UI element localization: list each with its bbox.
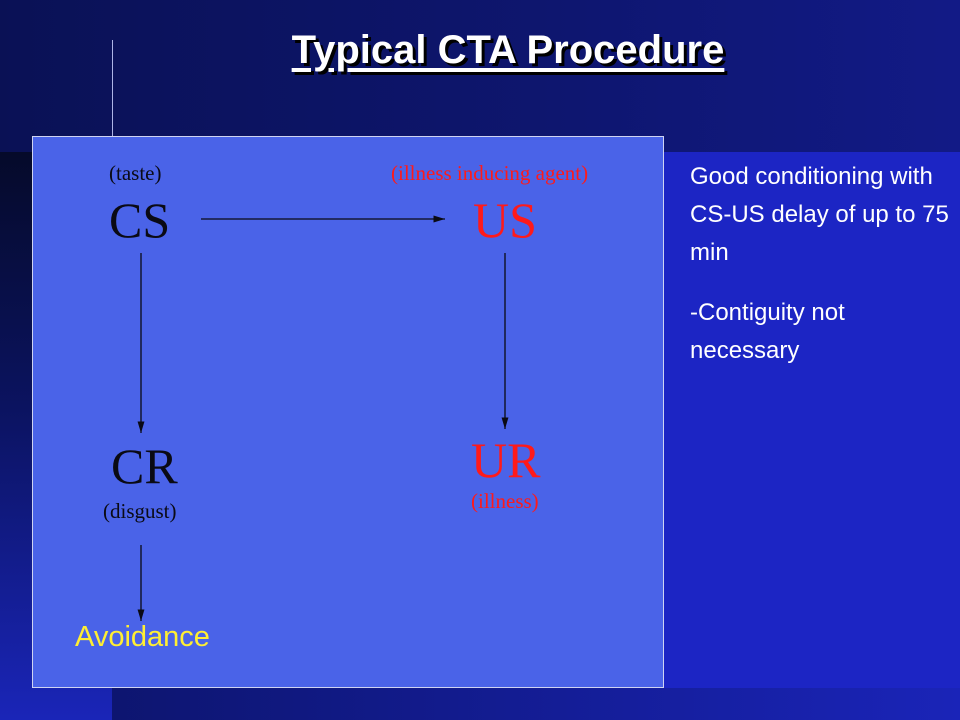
diagram-panel: (taste) CS (illness inducing agent) US C… bbox=[32, 136, 664, 688]
avoidance-label: Avoidance bbox=[75, 621, 210, 653]
ur-sublabel: (illness) bbox=[471, 489, 539, 513]
background-bottom-band bbox=[112, 688, 960, 720]
notes-text: Good conditioning with CS-US delay of up… bbox=[690, 158, 952, 392]
decorative-vertical-line bbox=[112, 40, 113, 152]
note-conditioning-delay: Good conditioning with CS-US delay of up… bbox=[690, 163, 949, 266]
us-sublabel: (illness inducing agent) bbox=[391, 161, 589, 185]
us-label: US bbox=[473, 192, 537, 248]
cr-label: CR bbox=[111, 438, 178, 494]
cs-sublabel: (taste) bbox=[109, 161, 162, 185]
slide-title: Typical CTA Procedure bbox=[291, 28, 725, 72]
background-top-band bbox=[0, 0, 960, 152]
cs-label: CS bbox=[109, 192, 171, 248]
note-contiguity: -Contiguity not necessary bbox=[690, 299, 845, 364]
cr-sublabel: (disgust) bbox=[103, 499, 177, 523]
diagram-arrows bbox=[137, 215, 509, 621]
ur-label: UR bbox=[471, 432, 541, 488]
